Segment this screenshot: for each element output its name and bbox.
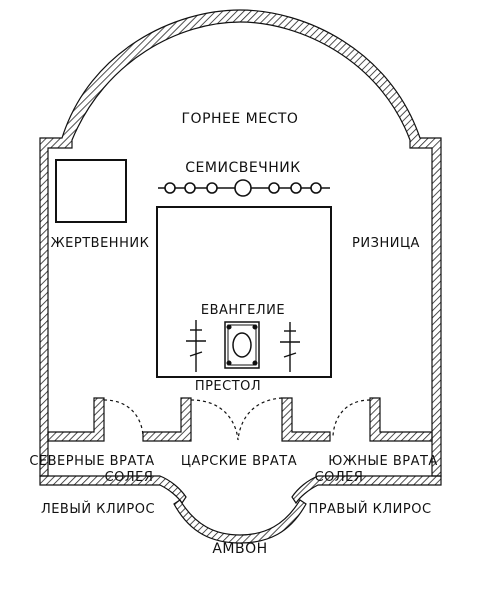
cross-left-icon [186, 320, 206, 372]
label-yuzhnye-vrata: ЮЖНЫЕ ВРАТА [328, 454, 438, 469]
door-swings [103, 397, 371, 441]
cross-right-icon [280, 322, 300, 372]
iconostasis-left-wall [47, 397, 105, 442]
label-gornee-mesto: ГОРНЕЕ МЕСТО [182, 111, 299, 127]
label-tsarskie-vrata: ЦАРСКИЕ ВРАТА [181, 454, 297, 469]
label-soleya-right: СОЛЕЯ [315, 470, 364, 485]
semisvechnik-candlestick [158, 179, 330, 197]
label-severnye-vrata: СЕВЕРНЫЕ ВРАТА [29, 454, 154, 469]
walls [39, 9, 442, 544]
prestol-table [156, 206, 332, 378]
royal-door-swing-left [190, 399, 239, 441]
label-zhertvennik: ЖЕРТВЕННИК [51, 236, 150, 251]
south-door-swing [332, 399, 371, 437]
ambon-wall [173, 499, 307, 544]
iconostasis-right-wall [369, 397, 433, 442]
label-ambon: АМВОН [212, 541, 267, 557]
label-riznitsa: РИЗНИЦА [352, 236, 420, 251]
label-prestol: ПРЕСТОЛ [195, 379, 261, 394]
north-door-swing [103, 399, 144, 437]
label-soleya-left: СОЛЕЯ [105, 470, 154, 485]
iconostasis-north-right-wall [142, 397, 192, 442]
zhertvennik-table [55, 159, 127, 223]
iconostasis-south-left-wall [281, 397, 331, 442]
label-evangelie: ЕВАНГЕЛИЕ [201, 303, 285, 318]
evangelie-book [224, 321, 260, 369]
royal-door-swing-right [237, 397, 283, 441]
soleya-edge-right [291, 475, 442, 505]
label-levyy-kliros: ЛЕВЫЙ КЛИРОС [41, 501, 155, 517]
label-pravyy-kliros: ПРАВЫЙ КЛИРОС [308, 501, 431, 517]
apse-wall [39, 9, 442, 477]
label-semisvechnik: СЕМИСВЕЧНИК [185, 160, 300, 176]
